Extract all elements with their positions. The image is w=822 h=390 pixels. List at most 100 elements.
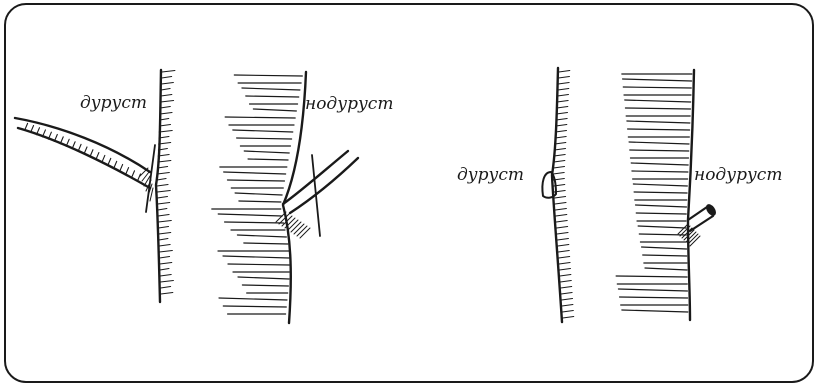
bark-stroke [161, 95, 172, 97]
bark-stroke [126, 168, 129, 175]
figure-wrong-stub [616, 70, 718, 320]
bark-stroke [554, 155, 565, 157]
bark-stroke [625, 100, 691, 102]
bark-stroke [246, 96, 299, 97]
bark-stroke [157, 173, 169, 175]
bark-stroke [159, 239, 168, 241]
bark-stroke [642, 247, 687, 249]
bark-stroke [555, 143, 566, 145]
bark-stroke [288, 220, 298, 230]
bark-stroke [623, 87, 691, 88]
bark-stroke [223, 256, 289, 258]
bark-stroke [625, 108, 690, 109]
bark-stroke [556, 125, 567, 127]
bark-stroke [629, 142, 689, 144]
bark-stroke [634, 192, 687, 193]
bark-stroke [639, 234, 686, 235]
bark-stroke [239, 201, 281, 202]
bark-stroke [244, 151, 289, 153]
bark-stroke [162, 77, 172, 79]
bark-stroke [159, 227, 169, 229]
bark-stroke [560, 275, 571, 277]
label-correct-1: дуруст [80, 95, 147, 112]
figure-correct-stub [542, 68, 573, 322]
bark-stroke [161, 89, 170, 91]
bark-stroke [553, 173, 564, 175]
bark-stroke [300, 228, 310, 238]
bark-stroke [160, 275, 171, 277]
bark-stroke [559, 263, 570, 265]
bark-stroke [120, 164, 123, 171]
branch-1-upper-edge [15, 118, 150, 172]
bark-stroke [161, 293, 173, 295]
bark-stroke [555, 209, 566, 211]
bark-stroke [294, 224, 304, 234]
bark-stroke [557, 233, 568, 235]
bark-stroke [162, 71, 175, 73]
bark-stroke [555, 203, 566, 205]
bark-stroke [158, 215, 169, 217]
bark-stroke [161, 101, 174, 103]
trunk-2-edge [283, 72, 306, 323]
bark-stroke [562, 311, 573, 313]
bark-stroke [225, 222, 284, 223]
bark-stroke [235, 193, 282, 195]
bark-stroke [643, 255, 687, 256]
bark-stroke [219, 298, 287, 300]
bark-stroke [555, 197, 566, 199]
bark-stroke [161, 287, 171, 289]
bark-stroke [227, 180, 284, 181]
bark-stroke [559, 71, 570, 73]
bark-stroke [225, 117, 295, 118]
bark-stroke [627, 121, 690, 123]
bark-stroke [253, 109, 296, 111]
bark-stroke [224, 172, 286, 174]
bark-stroke [556, 221, 567, 223]
bark-stroke [620, 297, 688, 298]
bark-stroke [554, 161, 565, 163]
bark-stroke [559, 269, 570, 271]
bark-stroke [557, 101, 568, 103]
bark-stroke [228, 264, 289, 265]
bark-stroke [561, 293, 572, 295]
bark-stroke [160, 113, 172, 115]
bark-stroke [562, 299, 573, 301]
bark-stroke [561, 287, 572, 289]
bark-stroke [557, 95, 568, 97]
bark-stroke [160, 281, 173, 283]
bark-stroke [102, 155, 105, 162]
bark-stroke [636, 213, 686, 214]
bark-stroke [297, 226, 307, 236]
bark-stroke [291, 222, 301, 232]
bark-stroke [234, 75, 302, 76]
label-wrong-2: нодуруст [694, 167, 782, 184]
bark-stroke [159, 131, 172, 133]
bark-stroke [242, 88, 300, 90]
bark-stroke [557, 239, 568, 241]
bark-stroke [628, 129, 690, 130]
bark-stroke [161, 83, 173, 85]
bark-stroke [158, 221, 171, 223]
bark-stroke [157, 185, 168, 187]
bark-stroke [108, 158, 111, 165]
bark-stroke [557, 107, 568, 109]
bark-stroke [160, 257, 170, 259]
bark-stroke [556, 119, 567, 121]
bark-stroke [159, 245, 170, 247]
bark-stroke [618, 289, 687, 291]
bark-stroke [558, 245, 569, 247]
label-wrong-1: нодуруст [305, 96, 393, 113]
bark-stroke [645, 268, 687, 270]
bark-stroke [554, 149, 565, 151]
bark-stroke [159, 251, 172, 253]
bark-stroke [237, 138, 292, 139]
stub-wrong-end [704, 202, 718, 217]
bark-stroke [137, 174, 140, 181]
bark-stroke [554, 167, 565, 169]
branch-2-lower-edge [290, 158, 358, 213]
bark-stroke [157, 197, 167, 199]
bark-stroke [558, 83, 569, 85]
bark-stroke [560, 281, 571, 283]
bark-stroke [555, 137, 566, 139]
